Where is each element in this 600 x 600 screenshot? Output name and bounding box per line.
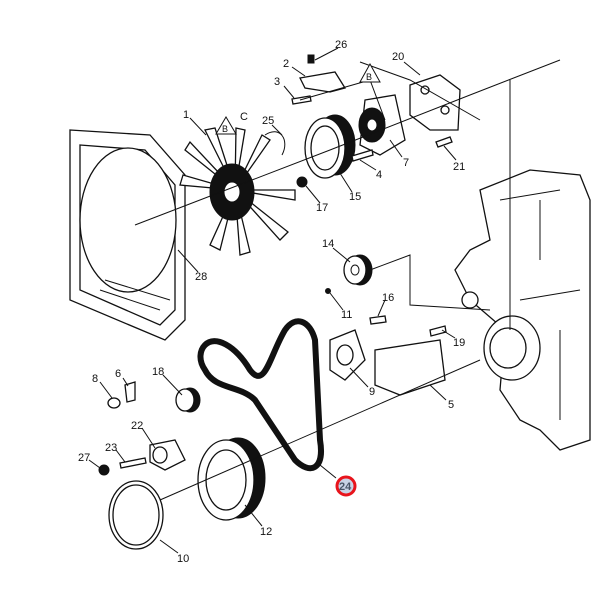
idler-pulley-14 (343, 254, 373, 286)
nut-17 (296, 176, 308, 188)
bolt-27 (98, 464, 110, 476)
callout-3[interactable]: 3 (274, 76, 280, 88)
callout-16[interactable]: 16 (382, 292, 394, 304)
callout-8[interactable]: 8 (92, 373, 98, 385)
washer-8 (107, 397, 121, 409)
fan-sensor-wire (264, 131, 286, 156)
callout-6[interactable]: 6 (115, 368, 121, 380)
callout-11[interactable]: 11 (341, 309, 352, 321)
callout-23[interactable]: 23 (105, 442, 117, 454)
callout-7[interactable]: 7 (403, 157, 409, 169)
callout-b-left: B (222, 124, 228, 134)
fan-pulley (304, 114, 356, 179)
callout-labels: 26 2 20 3 B B C 1 25 7 4 15 21 17 14 28 … (78, 39, 465, 565)
tensioner-22 (149, 439, 186, 471)
callout-10[interactable]: 10 (177, 553, 189, 565)
callout-14[interactable]: 14 (322, 238, 334, 250)
callout-c: C (240, 111, 248, 123)
bolt-16 (369, 315, 387, 325)
callout-20[interactable]: 20 (392, 51, 404, 63)
callout-21[interactable]: 21 (453, 161, 465, 173)
callout-18[interactable]: 18 (152, 366, 164, 378)
callout-12[interactable]: 12 (260, 526, 272, 538)
crankshaft-balancer (197, 437, 266, 521)
callout-b-top: B (366, 72, 372, 82)
highlight-ring (335, 475, 357, 497)
reference-triangle-b-left (215, 116, 237, 135)
stud-4 (351, 149, 374, 162)
bolt-6 (124, 381, 136, 403)
alignment-lines (134, 59, 561, 501)
fan (179, 127, 296, 256)
tensioner-bracket (374, 339, 446, 396)
idler-pulley-18 (175, 387, 201, 413)
callout-2[interactable]: 2 (283, 58, 289, 70)
callout-22[interactable]: 22 (131, 420, 143, 432)
leader-lines (88, 47, 457, 554)
serpentine-belt (197, 318, 324, 472)
callout-24-highlighted[interactable]: 24 (335, 475, 357, 497)
bolt-21 (435, 136, 453, 148)
fan-bracket (409, 74, 461, 131)
callout-19[interactable]: 19 (453, 337, 465, 349)
callout-5[interactable]: 5 (448, 399, 454, 411)
callout-25[interactable]: 25 (262, 115, 274, 127)
callout-17[interactable]: 17 (316, 202, 328, 214)
callout-26[interactable]: 26 (335, 39, 347, 51)
callout-9[interactable]: 9 (369, 386, 375, 398)
callout-1[interactable]: 1 (183, 109, 189, 121)
engine-block (454, 169, 591, 451)
tensioner-pulley (336, 344, 354, 366)
bolt-23 (119, 457, 147, 469)
callout-27[interactable]: 27 (78, 452, 90, 464)
fan-drive-hub (358, 94, 406, 156)
seal-ring-inner (112, 484, 160, 546)
bracket-2 (299, 71, 347, 93)
callout-28[interactable]: 28 (195, 271, 207, 283)
fan-shroud (69, 129, 186, 341)
callout-15[interactable]: 15 (349, 191, 361, 203)
callout-4[interactable]: 4 (376, 169, 382, 181)
bolt-26 (307, 54, 315, 64)
bolt-11 (325, 288, 331, 294)
callout-24[interactable]: 24 (339, 481, 352, 493)
reference-triangle-b-top (359, 62, 381, 83)
